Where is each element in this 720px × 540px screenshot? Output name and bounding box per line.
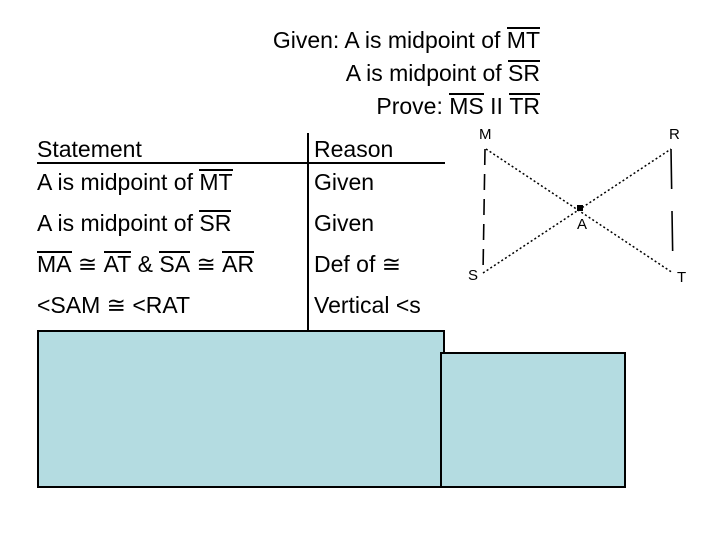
statement-1-prefix: A is midpoint of	[37, 169, 200, 195]
given-line-2-prefix: A is midpoint of	[345, 60, 509, 86]
given-line-1-prefix: Given: A is midpoint of	[272, 27, 507, 53]
segment-tr-overline: TR	[509, 93, 540, 119]
vertex-label-t: T	[677, 269, 687, 286]
reason-cell-2: Given	[314, 210, 375, 236]
statement-3-segment-ma: MA	[37, 251, 72, 277]
segment-rt-line	[670, 148, 674, 274]
header-cell-reason: Reason	[314, 136, 394, 162]
segment-mt-overline: MT	[506, 27, 540, 53]
statement-cell-4: <SAM ≅ <RAT	[37, 292, 191, 318]
vertex-label-m: M	[479, 126, 492, 143]
prove-line: Prove: MS II TR	[60, 90, 540, 123]
statement-1-segment: MT	[199, 169, 233, 195]
statement-cell-3: MA ≅ AT & SA ≅ AR	[37, 248, 312, 281]
segment-ms-line	[482, 148, 486, 274]
table-row: A is midpoint of SR Given	[37, 207, 445, 240]
statement-3-segment-at: AT	[103, 251, 132, 277]
statement-3-congruent-1: ≅	[71, 251, 104, 277]
prove-line-prefix: Prove:	[376, 93, 450, 119]
table-header-row: Statement Reason	[37, 133, 445, 166]
geometry-diagram-svg	[482, 148, 674, 274]
statement-3-congruent-2: ≅	[190, 251, 223, 277]
statement-3-ampersand: &	[131, 251, 160, 277]
table-header-underline	[37, 162, 445, 164]
reason-cell-4: Vertical <s	[314, 292, 421, 318]
vertex-label-s: S	[468, 267, 479, 284]
statement-3-segment-ar: AR	[222, 251, 255, 277]
reason-cell-1: Given	[314, 169, 375, 195]
statement-3-segment-sa: SA	[159, 251, 191, 277]
callout-box-left[interactable]	[37, 330, 445, 488]
statement-2-prefix: A is midpoint of	[37, 210, 200, 236]
midpoint-a-marker	[577, 205, 583, 211]
given-line-1: Given: A is midpoint of MT	[60, 24, 540, 57]
table-row: A is midpoint of MT Given	[37, 166, 445, 199]
callout-box-right[interactable]	[440, 352, 626, 488]
statement-cell-1: A is midpoint of MT	[37, 166, 305, 199]
header-cell-statement: Statement	[37, 136, 142, 162]
segment-sr-overline: SR	[508, 60, 540, 86]
two-column-proof-table: Statement Reason A is midpoint of MT Giv…	[37, 133, 445, 330]
vertex-label-a: A	[577, 216, 588, 233]
segment-ms-overline: MS	[449, 93, 484, 119]
vertex-label-r: R	[669, 126, 680, 143]
given-prove-heading: Given: A is midpoint of MT A is midpoint…	[60, 24, 540, 123]
given-line-2: A is midpoint of SR	[60, 57, 540, 90]
statement-cell-2: A is midpoint of SR	[37, 207, 305, 240]
table-row: <SAM ≅ <RAT Vertical <s	[37, 289, 445, 322]
reason-cell-3: Def of ≅	[314, 251, 402, 277]
statement-2-segment: SR	[199, 210, 232, 236]
table-row: MA ≅ AT & SA ≅ AR Def of ≅	[37, 248, 445, 281]
parallel-symbol: II	[483, 93, 510, 119]
table-column-divider	[307, 133, 309, 330]
geometry-diagram: M R A S T	[455, 120, 720, 300]
